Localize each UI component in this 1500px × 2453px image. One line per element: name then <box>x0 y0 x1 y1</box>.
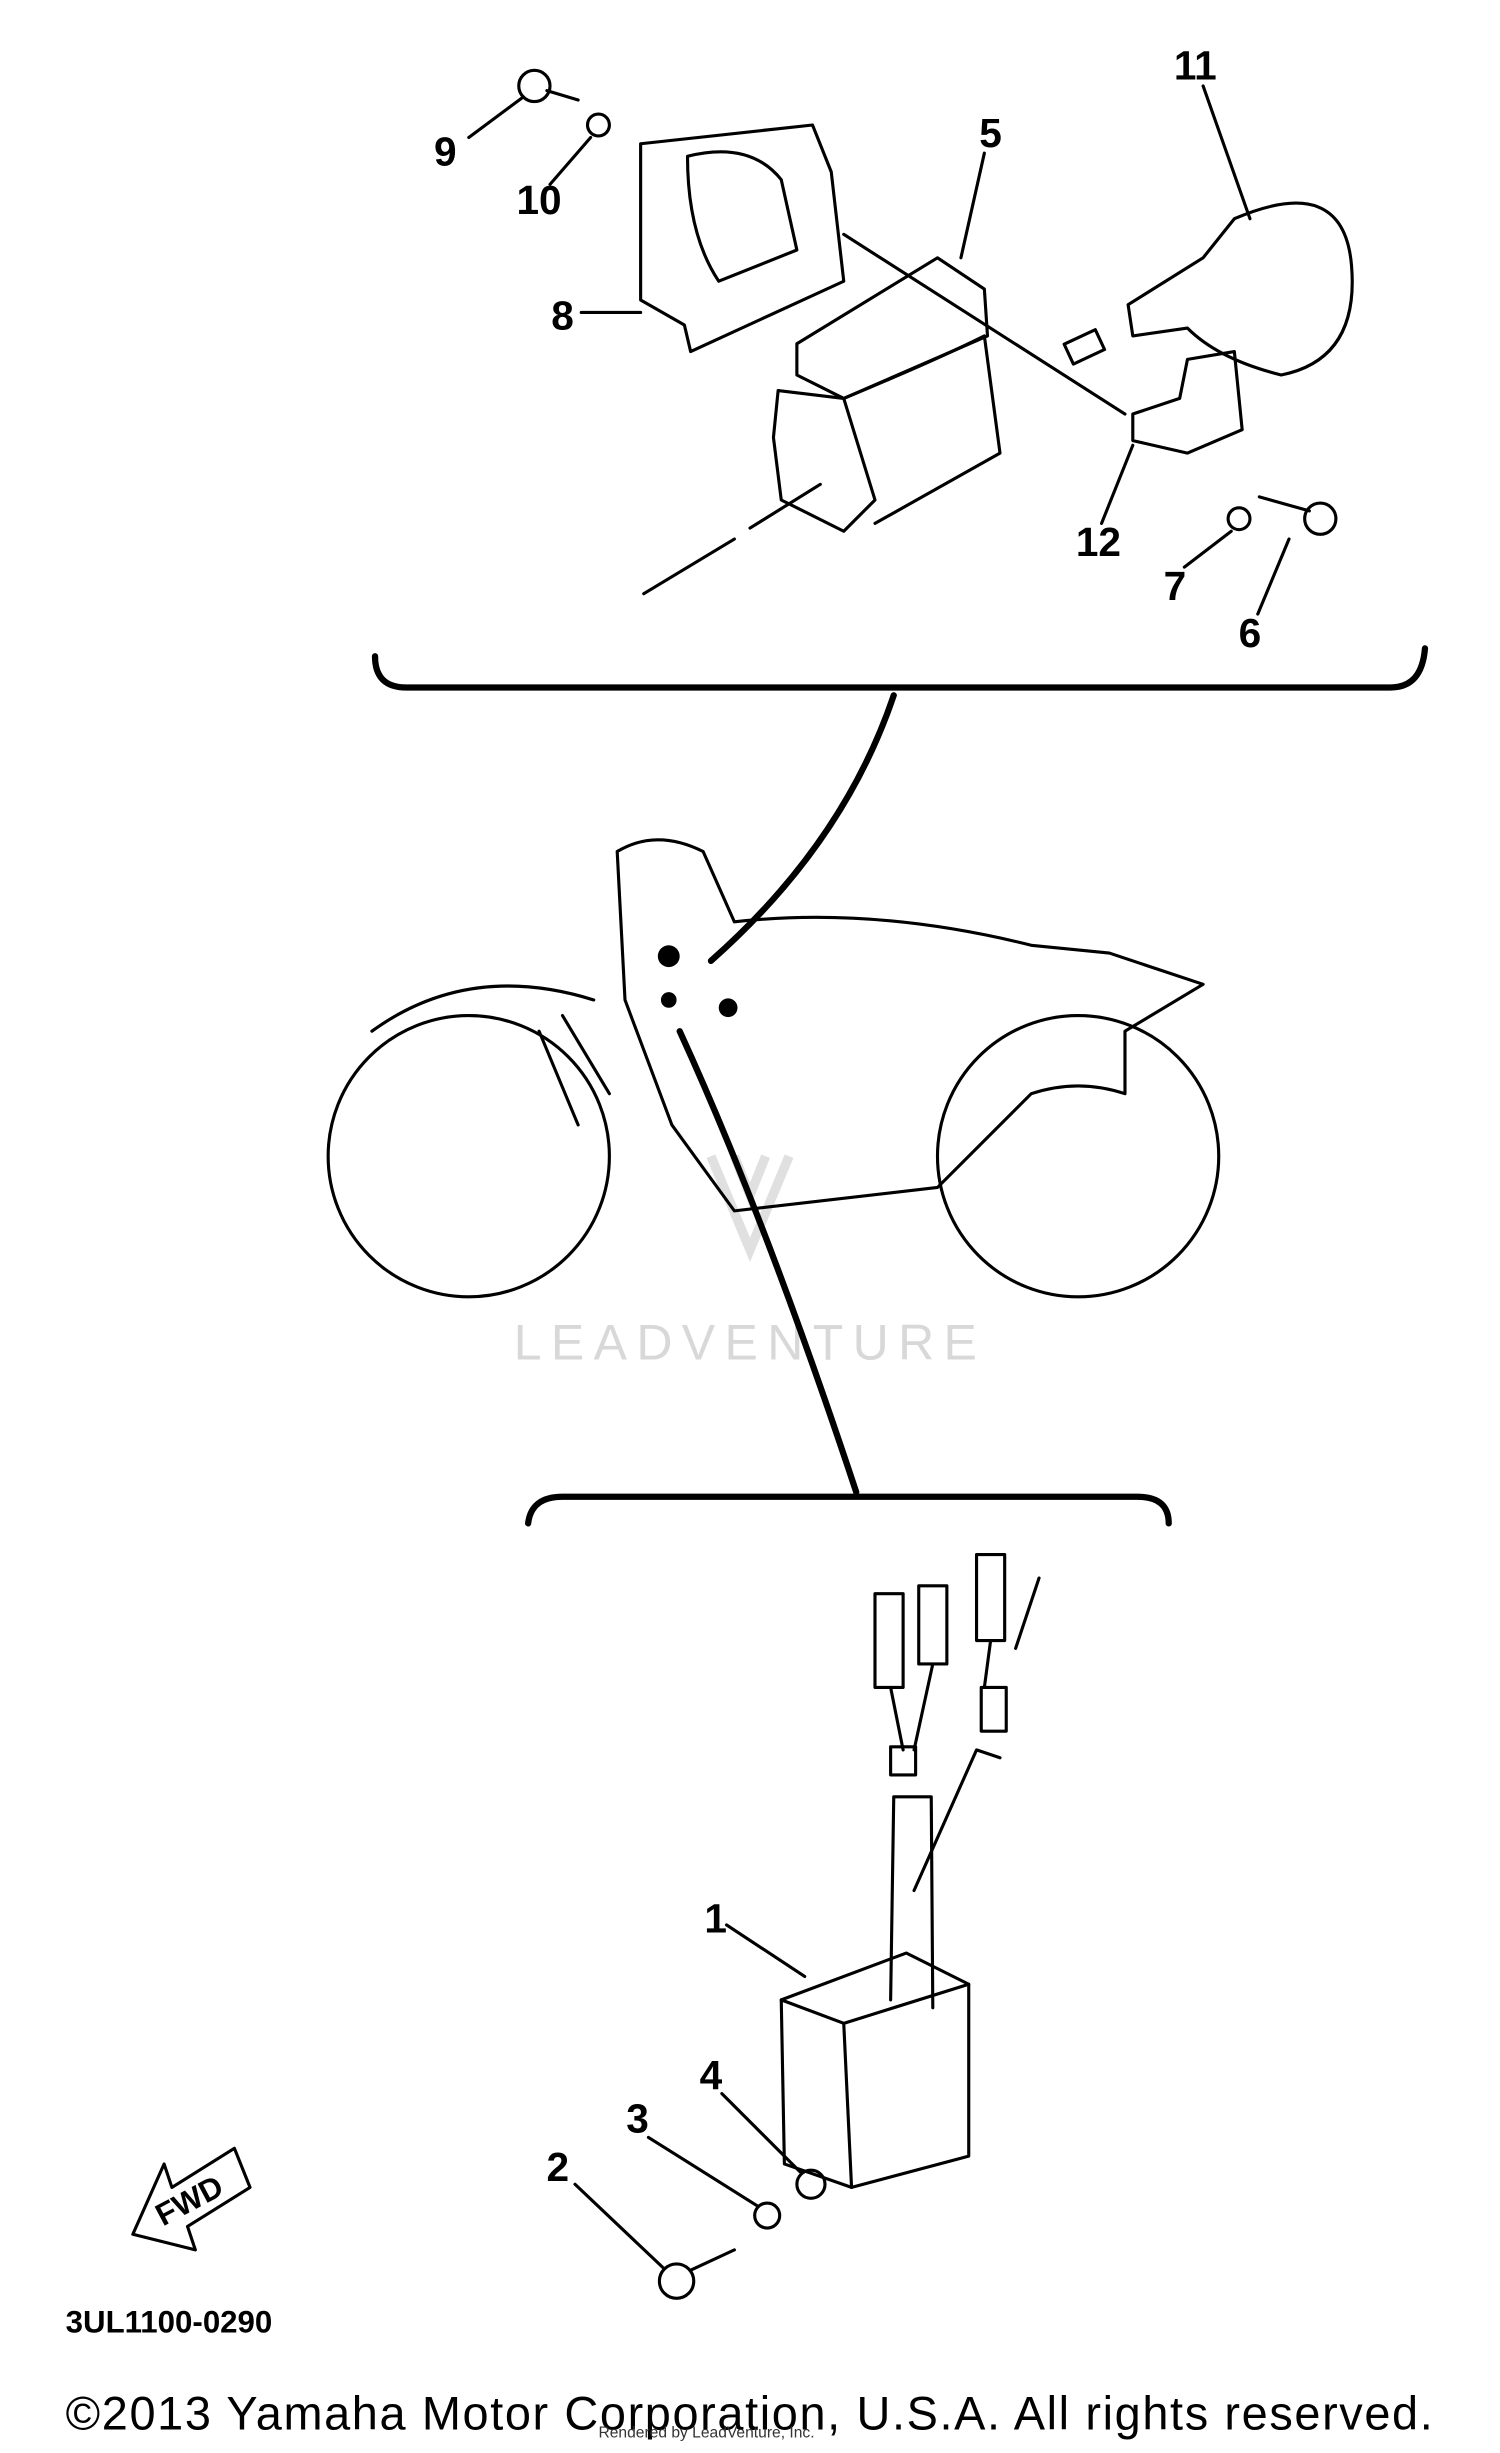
watermark-text: LEADVENTURE <box>514 1314 987 1370</box>
callout-4: 4 <box>700 2052 723 2098</box>
rendered-by: Rendered by LeadVenture, Inc. <box>598 2424 814 2441</box>
callout-10: 10 <box>516 177 561 223</box>
callout-2: 2 <box>547 2144 570 2190</box>
callout-8: 8 <box>551 293 574 339</box>
callout-12: 12 <box>1076 519 1121 565</box>
motorcycle-outline <box>326 838 1221 1496</box>
callout-7: 7 <box>1164 563 1187 609</box>
ignition-coil-assembly <box>371 68 1429 965</box>
drawing-code: 3UL1100-0290 <box>66 2305 273 2340</box>
igniter-assembly <box>525 1493 1172 2300</box>
callout-5: 5 <box>979 110 1002 156</box>
callout-3: 3 <box>626 2096 649 2142</box>
callout-labels: 1 2 3 4 5 6 7 8 9 10 11 12 <box>434 43 1261 2190</box>
callout-1: 1 <box>704 1896 727 1942</box>
callout-6: 6 <box>1239 610 1262 656</box>
fwd-arrow-icon: FWD <box>131 2146 252 2252</box>
callout-9: 9 <box>434 129 457 175</box>
watermark: LEADVENTURE <box>514 1154 987 1370</box>
callout-11: 11 <box>1174 43 1217 89</box>
copyright: ©2013 Yamaha Motor Corporation, U.S.A. A… <box>66 2388 1433 2440</box>
